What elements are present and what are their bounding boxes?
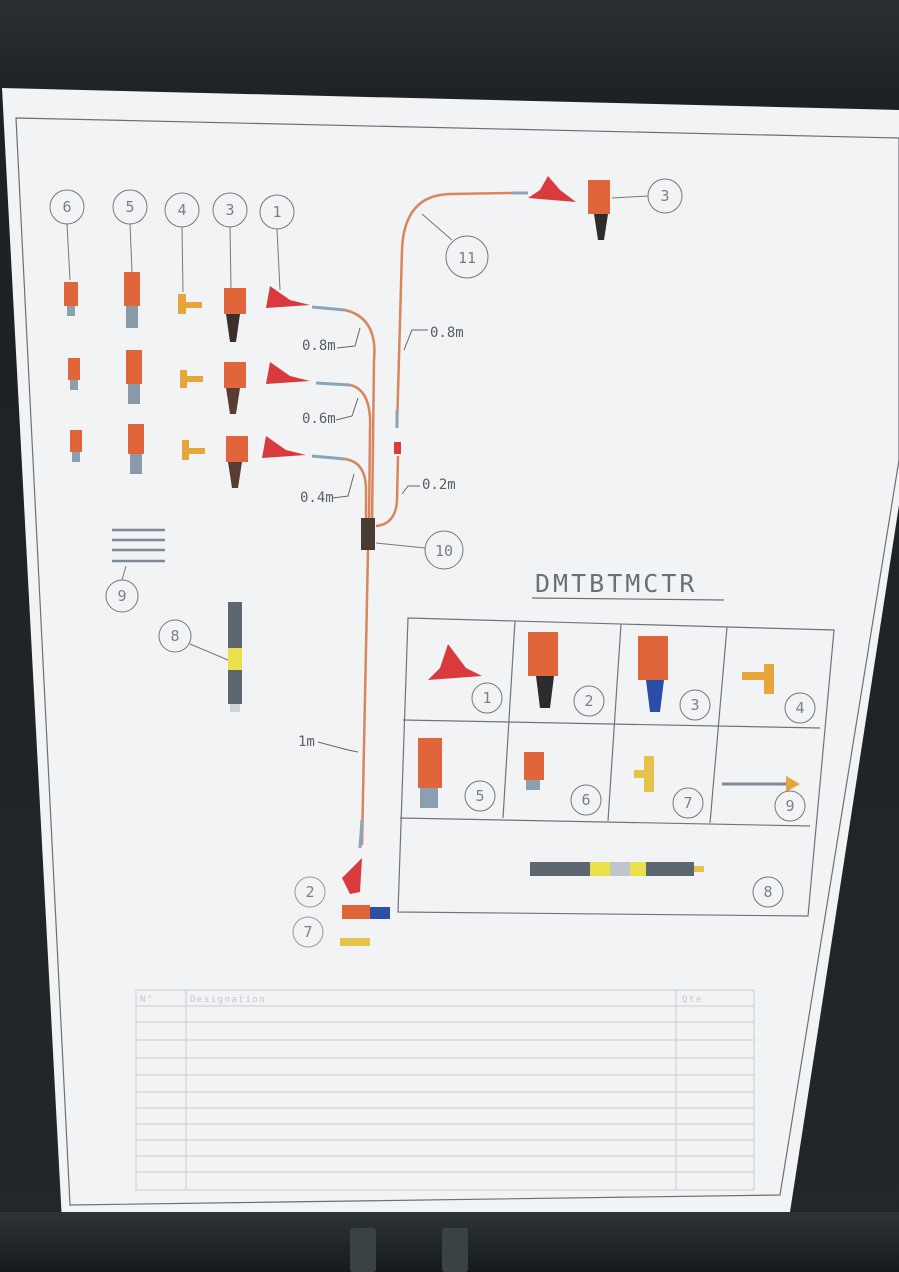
drawing-frame xyxy=(15,117,899,1206)
svg-text:7: 7 xyxy=(683,794,692,812)
callout-1: 1 xyxy=(272,203,281,221)
callout-3: 3 xyxy=(225,201,234,219)
callout-4: 4 xyxy=(177,201,186,219)
cable-collector xyxy=(361,518,375,550)
length-label-0.8m-right: 0.8m xyxy=(430,325,464,341)
length-label-0.2m: 0.2m xyxy=(422,477,456,493)
probe-set xyxy=(112,528,165,563)
parts-table-rows: N° Designation Qte xyxy=(136,995,754,1173)
legend-numbers: 1 2 3 4 5 6 7 9 8 xyxy=(464,682,816,908)
svg-text:5: 5 xyxy=(475,787,484,805)
svg-text:N°: N° xyxy=(140,995,154,1005)
hinge-right xyxy=(442,1228,468,1272)
length-label-1m: 1m xyxy=(298,734,315,750)
svg-text:9: 9 xyxy=(785,797,794,815)
svg-text:Designation: Designation xyxy=(190,995,266,1005)
callout-5: 5 xyxy=(125,198,134,216)
callout-8: 8 xyxy=(170,627,179,645)
legend-items xyxy=(418,632,800,876)
component-rows xyxy=(64,272,351,488)
svg-text:6: 6 xyxy=(581,791,590,809)
callout-3-right: 3 xyxy=(660,187,669,205)
callout-row-top: 6 5 4 3 1 xyxy=(49,189,295,293)
callout-11: 11 xyxy=(458,249,476,267)
svg-text:8: 8 xyxy=(763,883,772,901)
callout-2-bottom: 2 xyxy=(305,883,314,901)
length-label-0.6m: 0.6m xyxy=(302,411,336,427)
callout-6: 6 xyxy=(62,198,71,216)
cables xyxy=(344,191,513,846)
svg-text:Qte: Qte xyxy=(682,995,703,1005)
callout-9: 9 xyxy=(117,587,126,605)
parts-table xyxy=(135,989,755,1191)
svg-text:4: 4 xyxy=(795,699,804,717)
diagram-title: DMTBTMCTR xyxy=(535,569,697,598)
length-label-0.8m-left: 0.8m xyxy=(302,338,336,354)
callout-10: 10 xyxy=(435,542,453,560)
hinge-left xyxy=(350,1228,376,1272)
insulating-handle xyxy=(228,602,242,712)
length-label-0.4m: 0.4m xyxy=(300,490,334,506)
legend-grid xyxy=(397,617,835,917)
svg-text:1: 1 xyxy=(482,689,491,707)
svg-text:3: 3 xyxy=(690,696,699,714)
callout-7-bottom: 7 xyxy=(303,923,312,941)
svg-text:2: 2 xyxy=(584,692,593,710)
